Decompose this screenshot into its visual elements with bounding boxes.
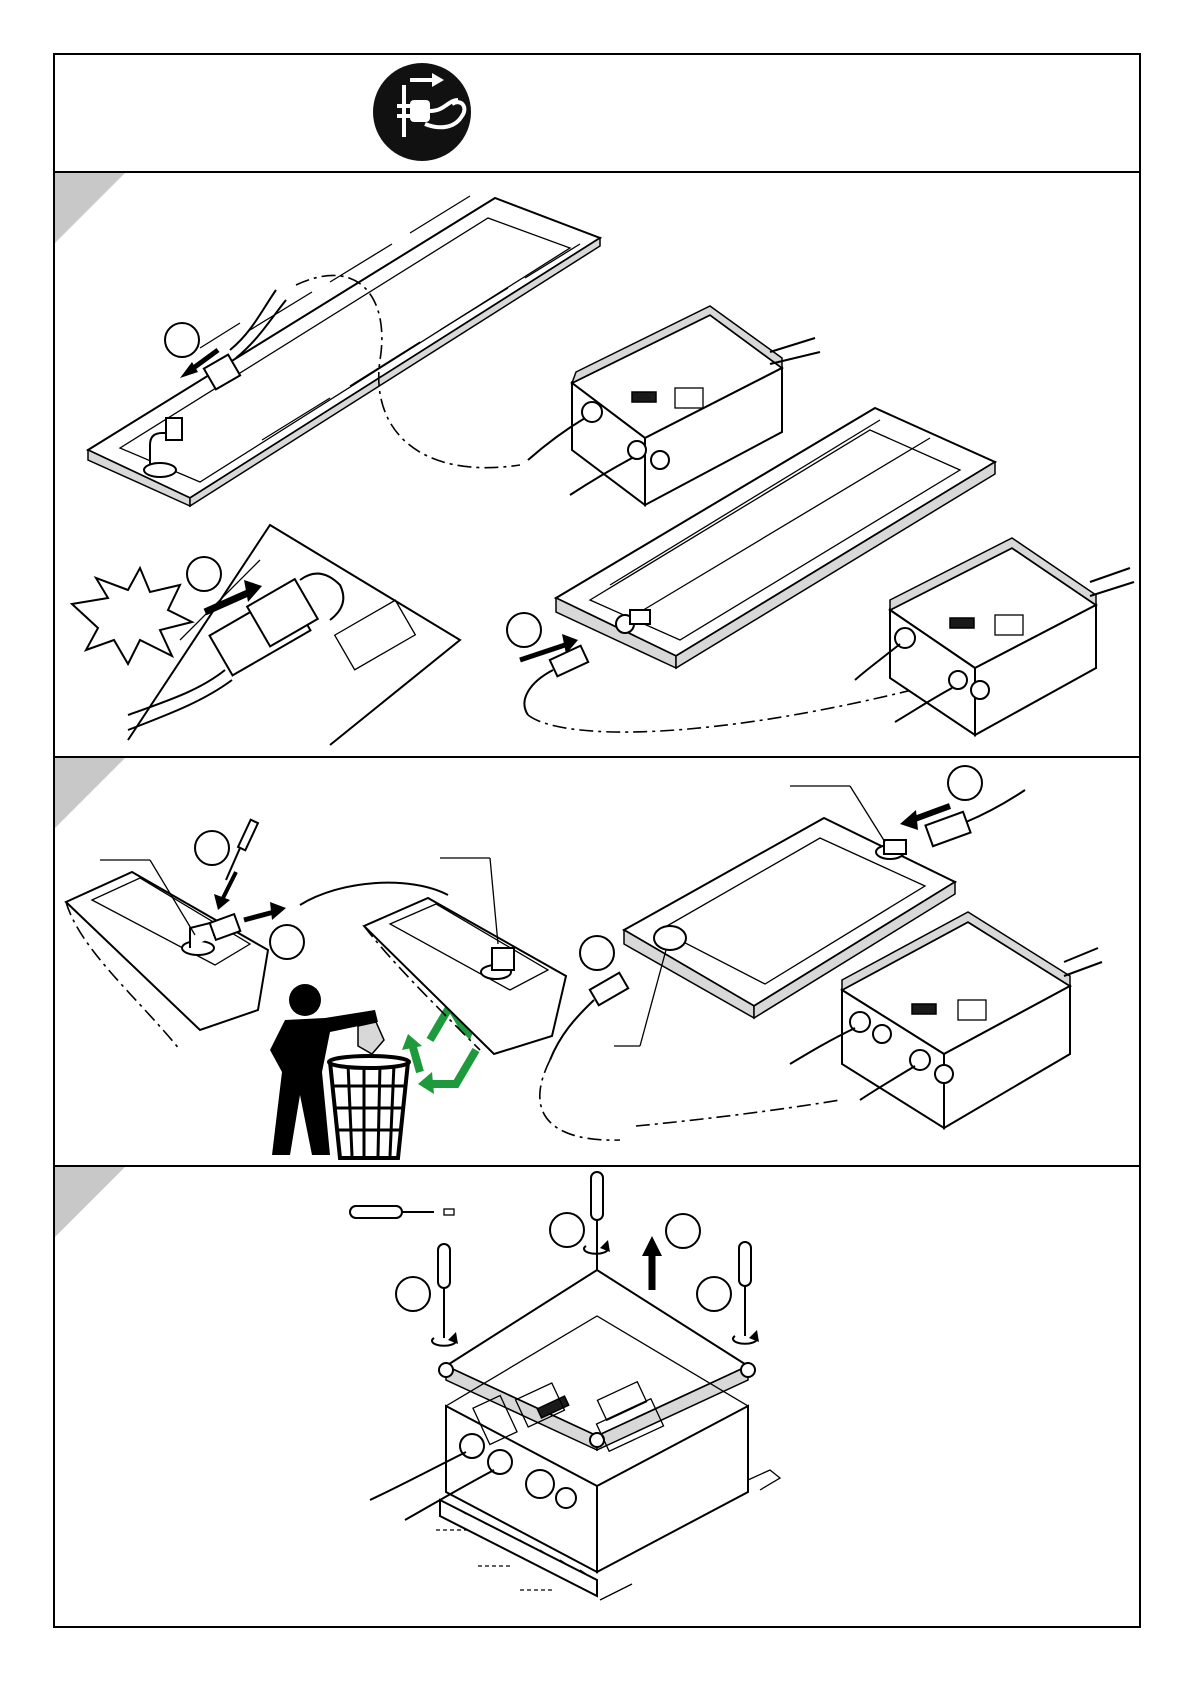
cable-route [540, 1060, 620, 1140]
driver-box-p1-right [855, 538, 1134, 735]
arrow-icon [244, 902, 286, 920]
screwdriver-icon [591, 1172, 603, 1270]
step-bubble-p2-a [195, 831, 229, 865]
step-bubble-p2-b [270, 925, 304, 959]
arrow-icon [642, 1236, 662, 1290]
callout-line [490, 858, 498, 944]
screwdriver-icon [350, 1206, 454, 1218]
trash-bin-icon [329, 1056, 409, 1158]
step-bubble-p2-c [948, 766, 982, 800]
brand-label [912, 1004, 936, 1014]
discarded-cap [358, 1022, 384, 1054]
step-bubble-p1-b [187, 557, 221, 591]
step-bubble-p3-a [550, 1213, 584, 1247]
corner-marker-panel-2 [55, 758, 125, 828]
callout-line [640, 950, 666, 1046]
brand-label [632, 392, 656, 402]
screwdriver-icon [739, 1242, 751, 1336]
light-fixture-top [88, 196, 600, 506]
step-bubble-p3-d [697, 1277, 731, 1311]
cable-route [528, 690, 912, 732]
step-bubble-p1-c [507, 613, 541, 647]
cable-route [636, 1100, 840, 1126]
fixture-end-left [66, 872, 268, 1050]
connector-closeup [128, 525, 460, 745]
arrow-icon [214, 872, 236, 910]
step-bubble-p3-c [396, 1277, 430, 1311]
step-bubble-p2-d [580, 936, 614, 970]
impact-burst-icon [72, 568, 192, 664]
step-bubble-p3-b [666, 1214, 700, 1248]
plug-cable-p2-top [925, 790, 1025, 846]
disconnect-power-icon [373, 63, 471, 161]
screwdriver-icon [226, 820, 258, 880]
brand-label [950, 618, 974, 628]
corner-marker-panel-3 [55, 1167, 125, 1237]
corner-marker-panel-1 [55, 173, 125, 243]
screwdriver-icon [438, 1244, 450, 1338]
step-bubble-p1-a [165, 323, 199, 357]
